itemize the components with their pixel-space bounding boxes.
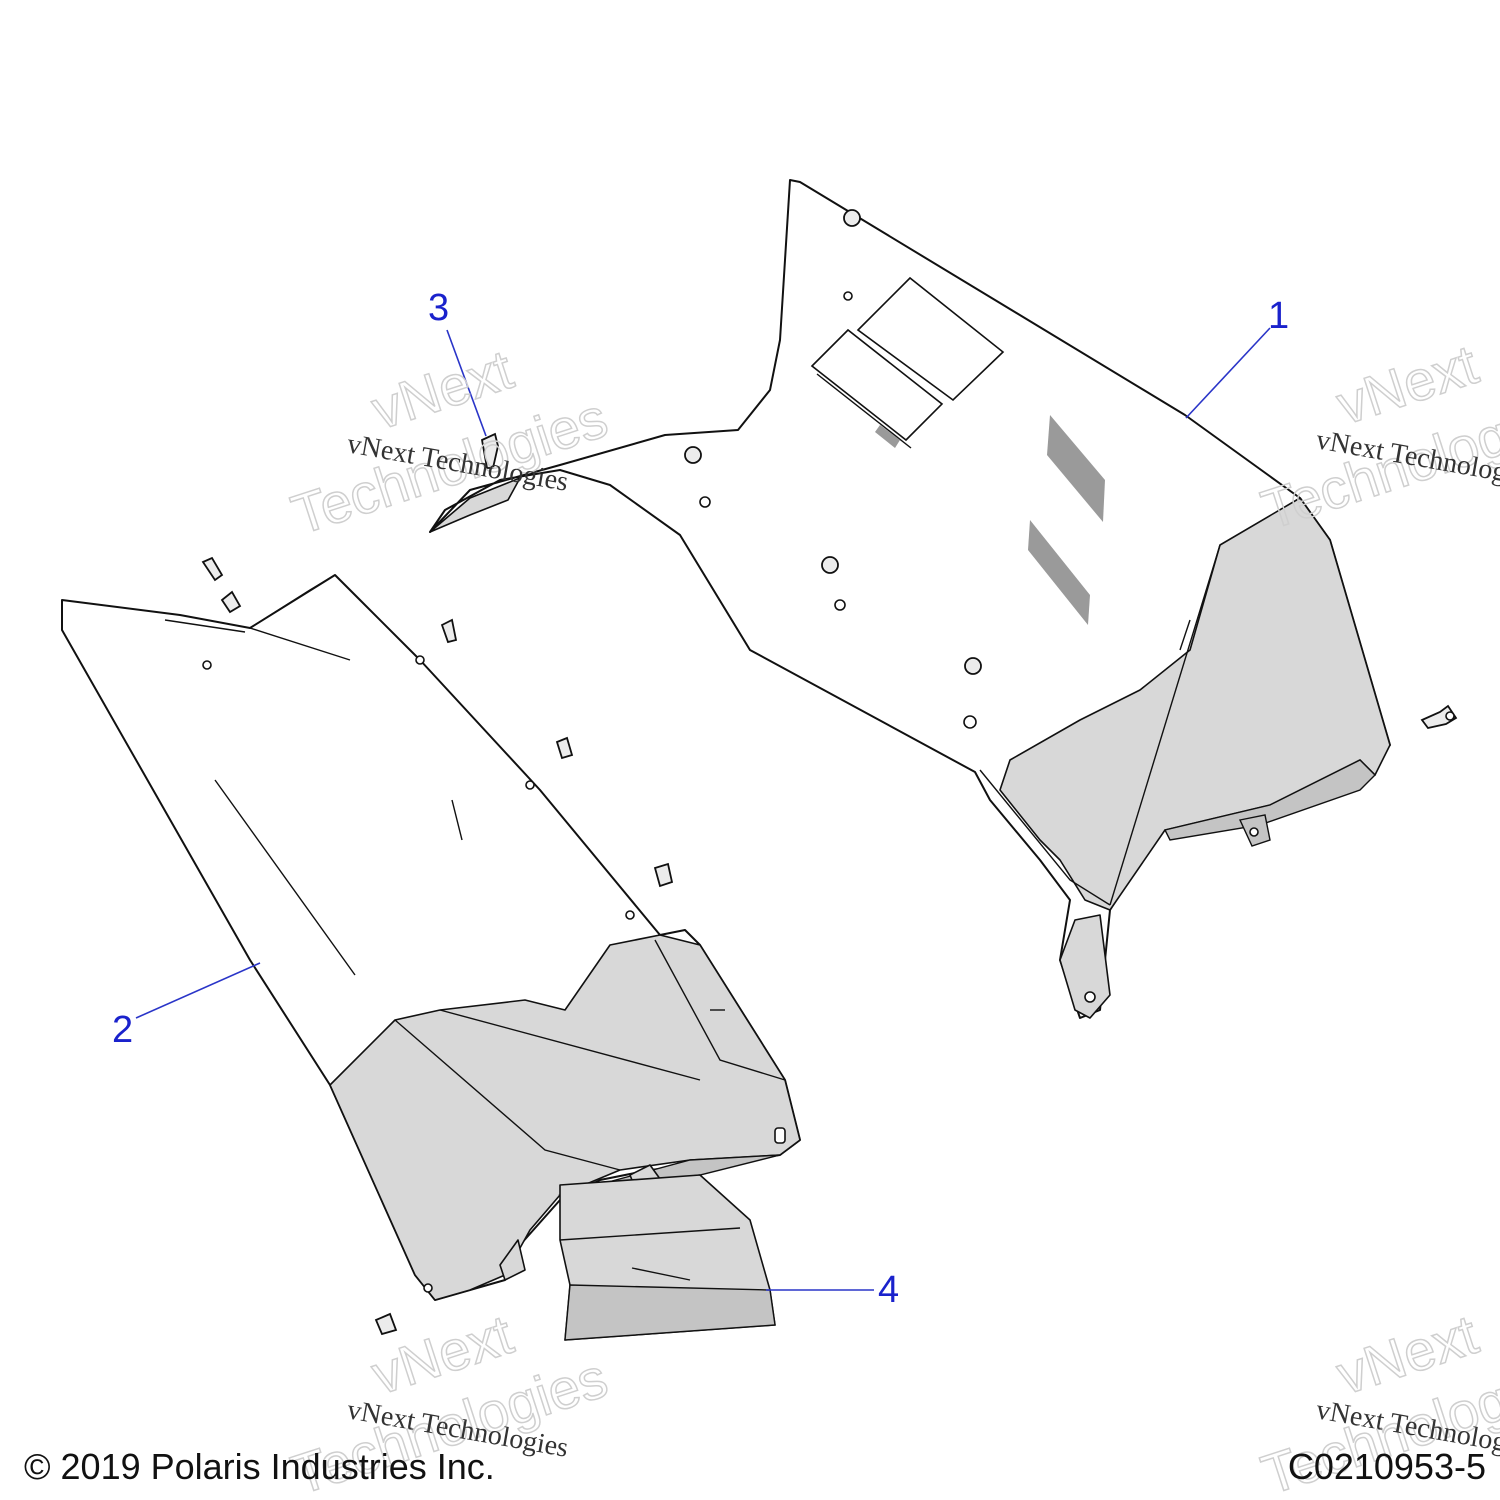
svg-text:1: 1 bbox=[1268, 295, 1289, 337]
svg-text:2: 2 bbox=[112, 1009, 133, 1051]
watermark-top-right: vNext Technologies vNext Technologies bbox=[1253, 331, 1500, 542]
fastener-icon bbox=[201, 556, 674, 1336]
part-2-panel bbox=[61, 556, 801, 1336]
svg-text:4: 4 bbox=[878, 1269, 899, 1311]
part-3-fastener bbox=[429, 432, 521, 533]
callout-2: 2 bbox=[112, 962, 261, 1051]
fastener-icon bbox=[1420, 704, 1458, 730]
callout-3: 3 bbox=[428, 287, 487, 437]
callout-1: 1 bbox=[1185, 295, 1289, 419]
part-4-bracket bbox=[559, 1174, 776, 1341]
figure-code: C0210953-5 bbox=[1287, 1446, 1486, 1487]
part-1-panel bbox=[429, 179, 1458, 1019]
svg-text:3: 3 bbox=[428, 287, 449, 329]
callout-4: 4 bbox=[766, 1269, 899, 1311]
copyright-notice: © 2019 Polaris Industries Inc. bbox=[24, 1446, 495, 1487]
